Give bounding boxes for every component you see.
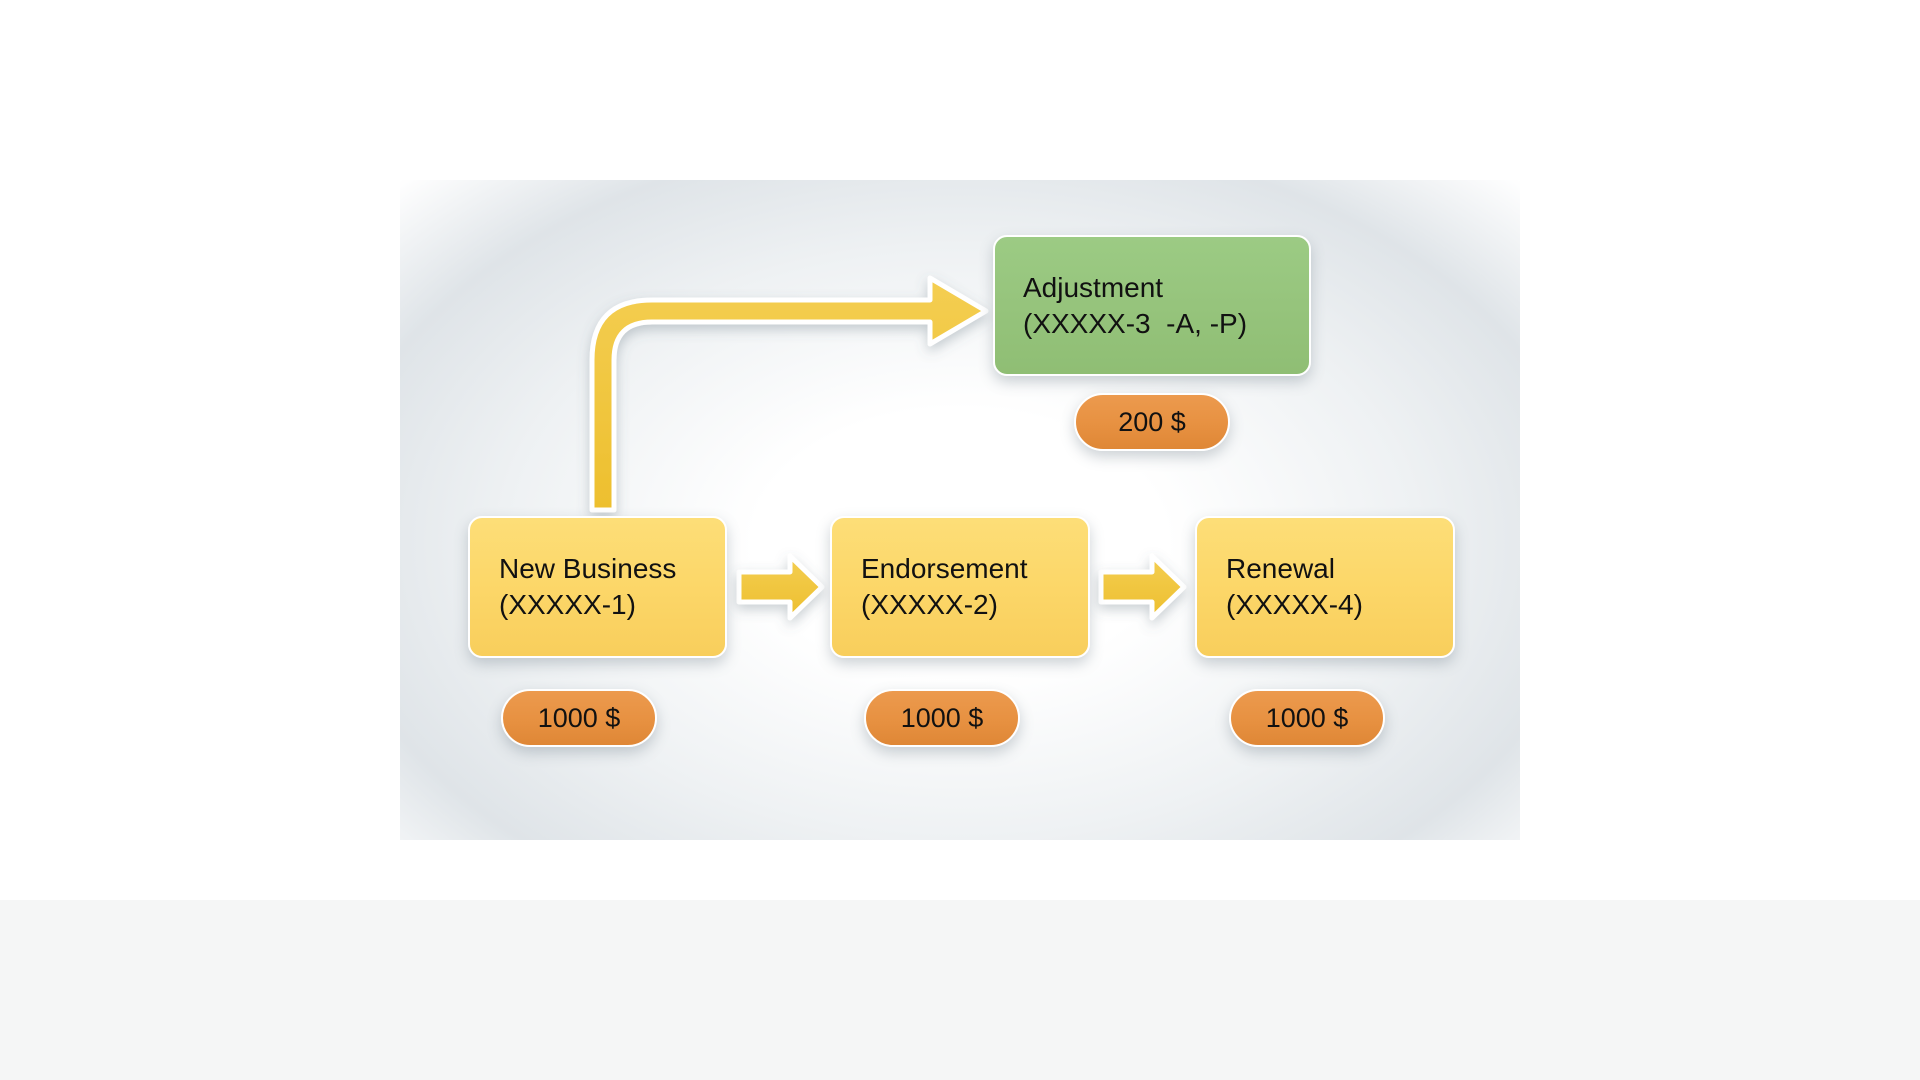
block-arrow-new-to-endorsement <box>736 553 825 621</box>
node-endorsement[interactable]: Endorsement (XXXXX-2) <box>830 516 1090 658</box>
node-renewal-code: (XXXXX-4) <box>1226 589 1363 620</box>
curved-arrow-new-to-adjustment <box>589 275 989 513</box>
node-renewal[interactable]: Renewal (XXXXX-4) <box>1195 516 1455 658</box>
node-new-business-code: (XXXXX-1) <box>499 589 636 620</box>
node-endorsement-title: Endorsement <box>861 553 1028 585</box>
footer-bar: JAVLN <box>0 900 1920 1080</box>
node-new-business[interactable]: New Business (XXXXX-1) <box>468 516 727 658</box>
amount-badge-endorsement: 1000 $ <box>864 689 1020 747</box>
node-adjustment[interactable]: Adjustment (XXXXX-3 -A, -P) <box>993 235 1311 376</box>
amount-badge-adjustment: 200 $ <box>1074 393 1230 451</box>
node-renewal-title: Renewal <box>1226 553 1335 585</box>
amount-badge-renewal: 1000 $ <box>1229 689 1385 747</box>
node-new-business-title: New Business <box>499 553 677 585</box>
node-adjustment-title: Adjustment <box>1023 271 1164 303</box>
node-endorsement-code: (XXXXX-2) <box>861 589 998 620</box>
block-arrow-endorsement-to-renewal <box>1098 553 1187 621</box>
node-adjustment-code: (XXXXX-3 -A, -P) <box>1023 307 1248 339</box>
amount-badge-new-business: 1000 $ <box>501 689 657 747</box>
